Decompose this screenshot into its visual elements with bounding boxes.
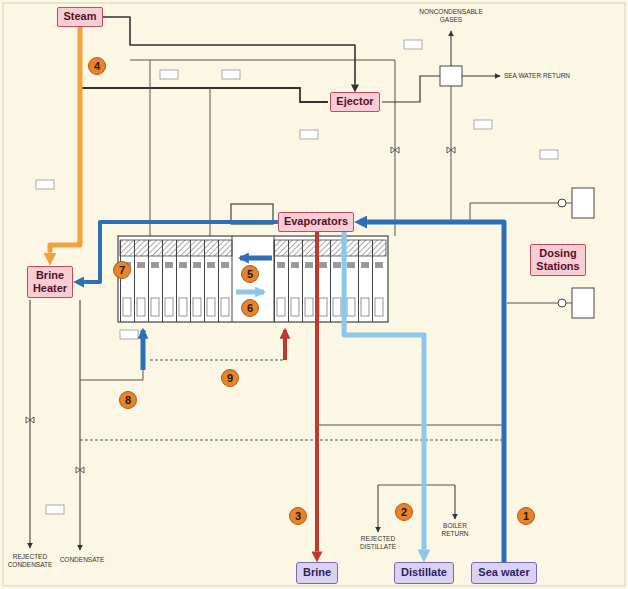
recycle-arrow — [141, 330, 146, 370]
flow-connector — [344, 232, 424, 550]
instrument-tag — [474, 120, 492, 129]
vent-line — [451, 31, 452, 66]
dosing-pump — [558, 199, 566, 207]
dosing-tank — [572, 188, 594, 218]
valve-symbol — [447, 147, 455, 153]
valve-symbol — [26, 417, 34, 423]
instrument-tag — [222, 70, 240, 79]
node-text: Steam — [63, 10, 96, 23]
distillate-branch — [378, 485, 455, 486]
flow-connector — [103, 17, 355, 84]
instrument-tag — [540, 150, 558, 159]
vapour-pipe — [150, 60, 151, 236]
node-text: Evaporators — [284, 215, 348, 228]
header-line — [317, 425, 504, 426]
equipment-label: Dosing Stations — [530, 244, 585, 276]
instrument-tag — [46, 505, 64, 514]
section-wall — [274, 236, 275, 322]
valve-symbol — [391, 147, 399, 153]
dosing-tank — [572, 288, 594, 318]
node-text: Dosing Stations — [536, 247, 579, 273]
stream-label: REJECTED DISTILLATE — [359, 535, 397, 551]
callout-number: 6 — [241, 299, 259, 317]
brine-flow-arrow — [240, 256, 272, 261]
flash-stages — [274, 240, 386, 322]
stream-label: NONCONDENSABLE GASES — [418, 8, 484, 24]
vapour-pipe — [210, 88, 211, 236]
reject-line — [378, 485, 379, 532]
recycle-line — [80, 370, 143, 380]
condensate-line — [30, 300, 31, 548]
callout-number: 2 — [395, 503, 413, 521]
boiler-return-line — [455, 485, 456, 519]
flash-stages — [120, 240, 232, 322]
flow-connector — [315, 232, 319, 552]
steam-pipe — [82, 88, 328, 102]
evaporator-shell — [118, 236, 388, 322]
instrument-tag — [36, 180, 54, 189]
callout-number: 3 — [289, 507, 307, 525]
callout-number: 4 — [88, 57, 106, 75]
flow-connector — [84, 222, 278, 282]
stream-terminal: Brine — [296, 562, 338, 583]
dosing-line — [470, 203, 572, 204]
node-text: Brine — [303, 566, 331, 579]
return-line — [462, 76, 500, 77]
dosing-line — [507, 303, 572, 304]
node-text: Brine Heater — [33, 269, 67, 295]
cooling-line — [451, 86, 452, 222]
equipment-label: Evaporators — [278, 212, 354, 231]
section-wall — [232, 236, 233, 322]
stream-terminal: Sea water — [471, 562, 536, 583]
instrument-tag — [404, 40, 422, 49]
stream-terminal: Distillate — [394, 562, 454, 583]
dosing-pump — [558, 299, 566, 307]
ejector-pipe — [382, 76, 440, 102]
callout-number: 8 — [119, 391, 137, 409]
instrument-tag — [120, 330, 138, 339]
distillate-flow-arrow — [236, 290, 264, 295]
instrument-tag — [300, 130, 318, 139]
flow-connector — [367, 222, 504, 562]
stream-label: SEA WATER RETURN — [503, 72, 571, 80]
stream-label: CONDENSATE — [59, 556, 106, 564]
equipment-label: Steam — [57, 7, 102, 26]
node-text: Sea water — [478, 566, 529, 579]
instrument-tag — [160, 70, 178, 79]
flow-connector — [50, 27, 80, 253]
stream-label: BOILER RETURN — [440, 522, 469, 538]
equipment-label: Ejector — [330, 92, 379, 111]
vent-condenser — [440, 66, 462, 86]
node-text: Ejector — [336, 95, 373, 108]
brine-inlet-arrow — [283, 330, 287, 360]
stream-label: REJECTED CONDENSATE — [7, 553, 54, 569]
header-line — [80, 440, 504, 441]
valve-symbol — [76, 467, 84, 473]
node-text: Distillate — [401, 566, 447, 579]
dosing-line — [470, 203, 471, 222]
page-frame — [3, 3, 625, 586]
equipment-label: Brine Heater — [27, 266, 73, 298]
callout-number: 5 — [241, 265, 259, 283]
condensate-line — [80, 300, 81, 550]
callout-number: 7 — [113, 261, 131, 279]
callout-number: 9 — [221, 369, 239, 387]
callout-number: 1 — [517, 507, 535, 525]
vapour-pipe — [130, 60, 395, 236]
brine-recycle-line — [150, 360, 285, 361]
